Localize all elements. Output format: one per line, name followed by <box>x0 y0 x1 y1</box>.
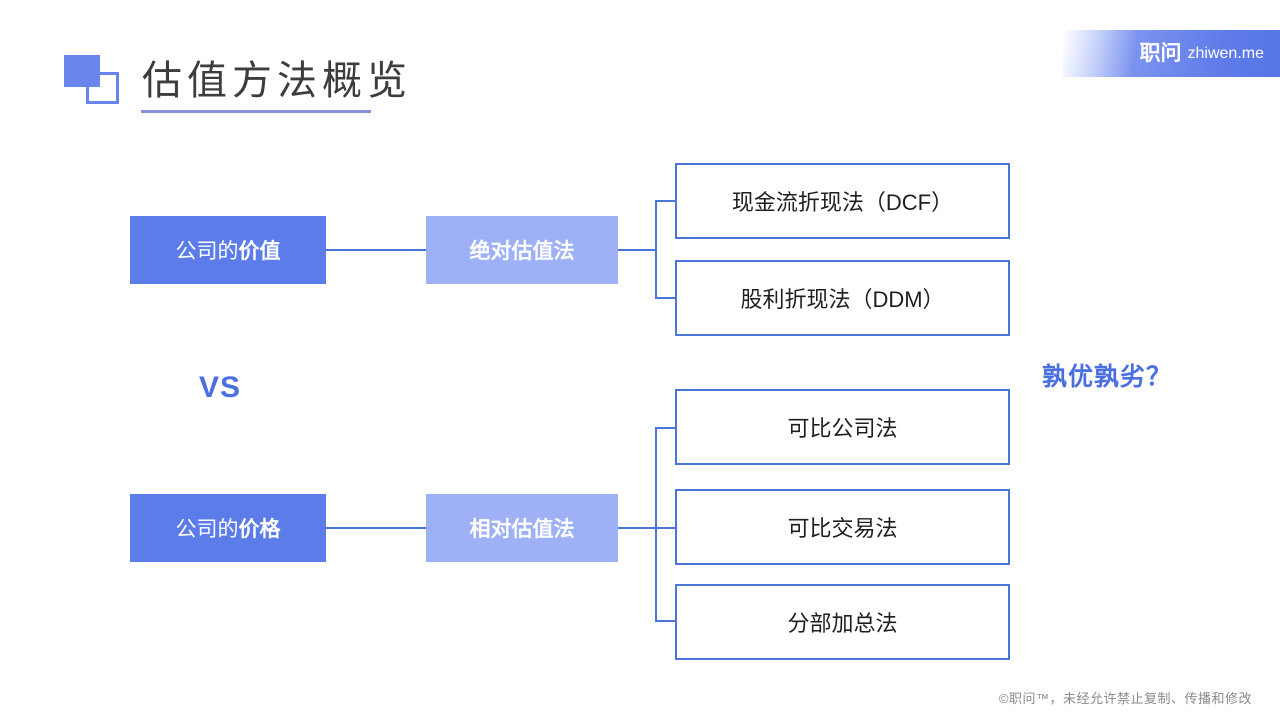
connector-root-to-method-bottom <box>326 527 426 529</box>
root-price-lead: 公司的 <box>175 518 239 541</box>
brand-name-cn: 职问 <box>1139 42 1182 65</box>
root-value-lead: 公司的 <box>175 240 239 263</box>
connector-bracket-spine-bottom <box>655 427 657 621</box>
leaf-node-comparable-companies-label: 可比公司法 <box>787 416 898 441</box>
connector-bracket-spine-top <box>655 200 657 299</box>
connector-branch-bottom-2 <box>655 527 677 529</box>
title-underline <box>141 110 371 113</box>
root-node-price-label: 公司的价格 <box>176 513 281 543</box>
connector-branch-top-1 <box>655 200 677 202</box>
connector-branch-bottom-1 <box>655 427 677 429</box>
connector-root-to-method-top <box>326 249 426 251</box>
leaf-node-comparable-transactions-label: 可比交易法 <box>787 516 898 541</box>
root-node-value-label: 公司的价值 <box>176 235 281 265</box>
page-title: 估值方法概览 <box>142 59 412 103</box>
root-node-value[interactable]: 公司的价值 <box>130 216 326 284</box>
brand-badge: 职问 zhiwen.me <box>1063 30 1280 77</box>
brand-name-en: zhiwen.me <box>1187 44 1264 62</box>
logo-square-filled <box>64 55 100 87</box>
connector-method-stub-top <box>618 249 656 251</box>
leaf-node-ddm-label: 股利折现法（DDM） <box>740 287 945 312</box>
leaf-node-dcf[interactable]: 现金流折现法（DCF） <box>675 163 1010 239</box>
method-node-relative-label: 相对估值法 <box>469 518 575 541</box>
leaf-node-ddm[interactable]: 股利折现法（DDM） <box>675 260 1010 336</box>
leaf-node-sum-of-the-parts-label: 分部加总法 <box>787 611 898 636</box>
method-node-relative[interactable]: 相对估值法 <box>426 494 618 562</box>
footer-copyright: ©职问™，未经允许禁止复制、传播和修改 <box>998 691 1252 706</box>
overlapping-squares-icon <box>64 55 122 107</box>
question-label: 孰优孰劣？ <box>1042 363 1173 391</box>
leaf-node-sum-of-the-parts[interactable]: 分部加总法 <box>675 584 1010 660</box>
vs-label: VS <box>199 371 242 404</box>
root-node-price[interactable]: 公司的价格 <box>130 494 326 562</box>
connector-branch-top-2 <box>655 297 677 299</box>
root-value-emph: 价值 <box>238 240 281 263</box>
connector-method-stub-bottom <box>618 527 656 529</box>
leaf-node-comparable-transactions[interactable]: 可比交易法 <box>675 489 1010 565</box>
method-node-absolute-label: 绝对估值法 <box>469 240 575 263</box>
root-price-emph: 价格 <box>238 518 281 541</box>
connector-branch-bottom-3 <box>655 620 677 622</box>
leaf-node-comparable-companies[interactable]: 可比公司法 <box>675 389 1010 465</box>
leaf-node-dcf-label: 现金流折现法（DCF） <box>731 190 954 215</box>
logo-square-outline <box>86 72 119 104</box>
method-node-absolute[interactable]: 绝对估值法 <box>426 216 618 284</box>
